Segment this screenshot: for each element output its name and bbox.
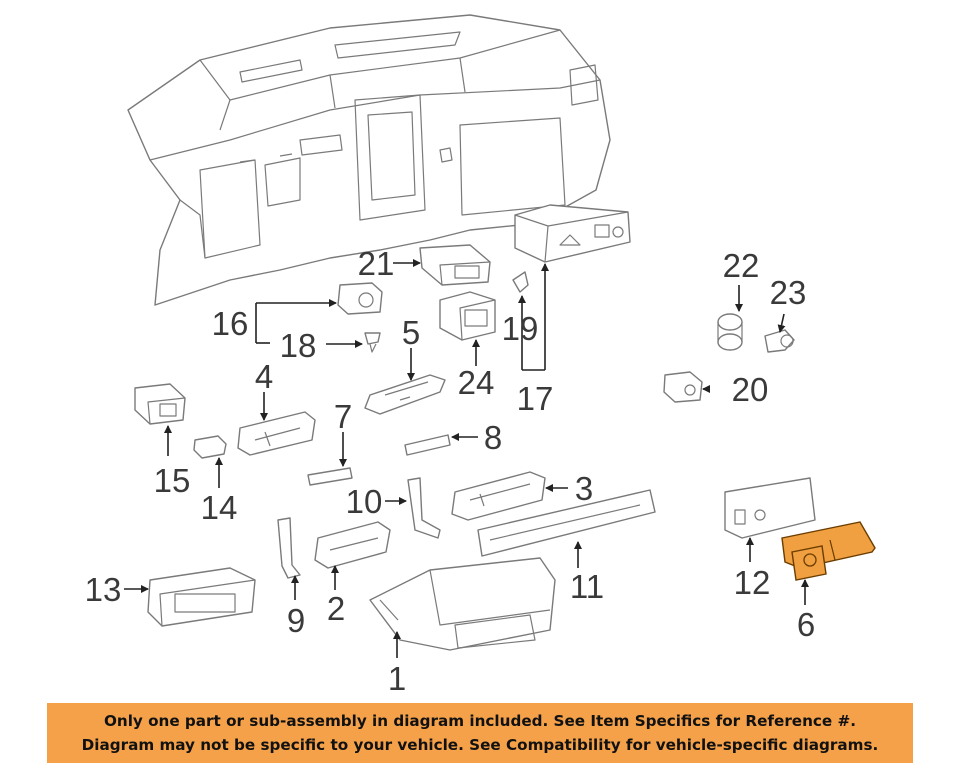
- callout-13: 13: [85, 571, 122, 608]
- part-21-switch-drawing: [419, 244, 491, 286]
- part-10-brace-drawing: [407, 477, 441, 539]
- callout-12: 12: [734, 564, 771, 601]
- callout-arrows: [124, 259, 809, 658]
- callout-9: 9: [287, 602, 305, 639]
- disclaimer-line-2: Diagram may not be specific to your vehi…: [81, 736, 879, 754]
- callout-8: 8: [484, 419, 502, 456]
- callout-14: 14: [201, 489, 238, 526]
- part-14-clip-drawing: [193, 435, 227, 459]
- callout-labels: 1 2 3 4 5 6 7 8 9 10 11 12 13 14 15 16 1…: [85, 245, 816, 697]
- part-9-brace-drawing: [277, 517, 301, 579]
- part-18-clip-drawing: [364, 332, 381, 353]
- part-15-switch-drawing: [134, 383, 186, 425]
- part-16-switch-drawing: [337, 282, 383, 315]
- part-1-lower-dash-drawing: [369, 557, 556, 651]
- dashboard-panel-drawing: [127, 14, 611, 306]
- part-6-highlighted-drawing: [781, 521, 876, 581]
- callout-7: 7: [334, 398, 352, 435]
- callout-5: 5: [402, 314, 420, 351]
- callout-11: 11: [570, 568, 604, 605]
- callout-1: 1: [388, 660, 406, 697]
- part-7-strip-drawing: [307, 467, 353, 486]
- callout-3: 3: [575, 470, 593, 507]
- disclaimer-line-1: Only one part or sub-assembly in diagram…: [103, 712, 857, 730]
- disclaimer-banner: Only one part or sub-assembly in diagram…: [47, 703, 913, 763]
- callout-20: 20: [732, 371, 769, 408]
- callout-15: 15: [154, 462, 191, 499]
- callout-17: 17: [517, 380, 554, 417]
- part-17-hazard-panel-drawing: [514, 204, 631, 263]
- callout-24: 24: [458, 364, 495, 401]
- part-2-bracket-drawing: [314, 521, 391, 569]
- part-8-strip-drawing: [404, 434, 451, 456]
- callout-18: 18: [280, 327, 317, 364]
- callout-2: 2: [327, 590, 345, 627]
- callout-23: 23: [770, 274, 807, 311]
- callout-21: 21: [358, 245, 395, 282]
- part-19-clip-drawing: [512, 271, 529, 293]
- callout-10: 10: [346, 483, 383, 520]
- part-11-panel-drawing: [477, 489, 656, 557]
- callout-4: 4: [255, 358, 273, 395]
- callout-19: 19: [502, 310, 539, 347]
- part-22-socket-drawing: [717, 313, 743, 351]
- callout-6: 6: [797, 606, 815, 643]
- part-4-bracket-drawing: [237, 411, 316, 456]
- part-5-bracket-drawing: [364, 374, 446, 415]
- callout-22: 22: [723, 247, 760, 284]
- part-12-panel-drawing: [724, 477, 816, 539]
- part-20-switch-drawing: [663, 371, 703, 403]
- part-24-module-drawing: [439, 291, 496, 341]
- part-23-plug-drawing: [764, 329, 795, 353]
- part-3-bracket-drawing: [451, 471, 546, 521]
- callout-16: 16: [212, 305, 249, 342]
- parts-diagram: 1 2 3 4 5 6 7 8 9 10 11 12 13 14 15 16 1…: [85, 14, 876, 697]
- part-13-vent-drawing: [147, 567, 256, 627]
